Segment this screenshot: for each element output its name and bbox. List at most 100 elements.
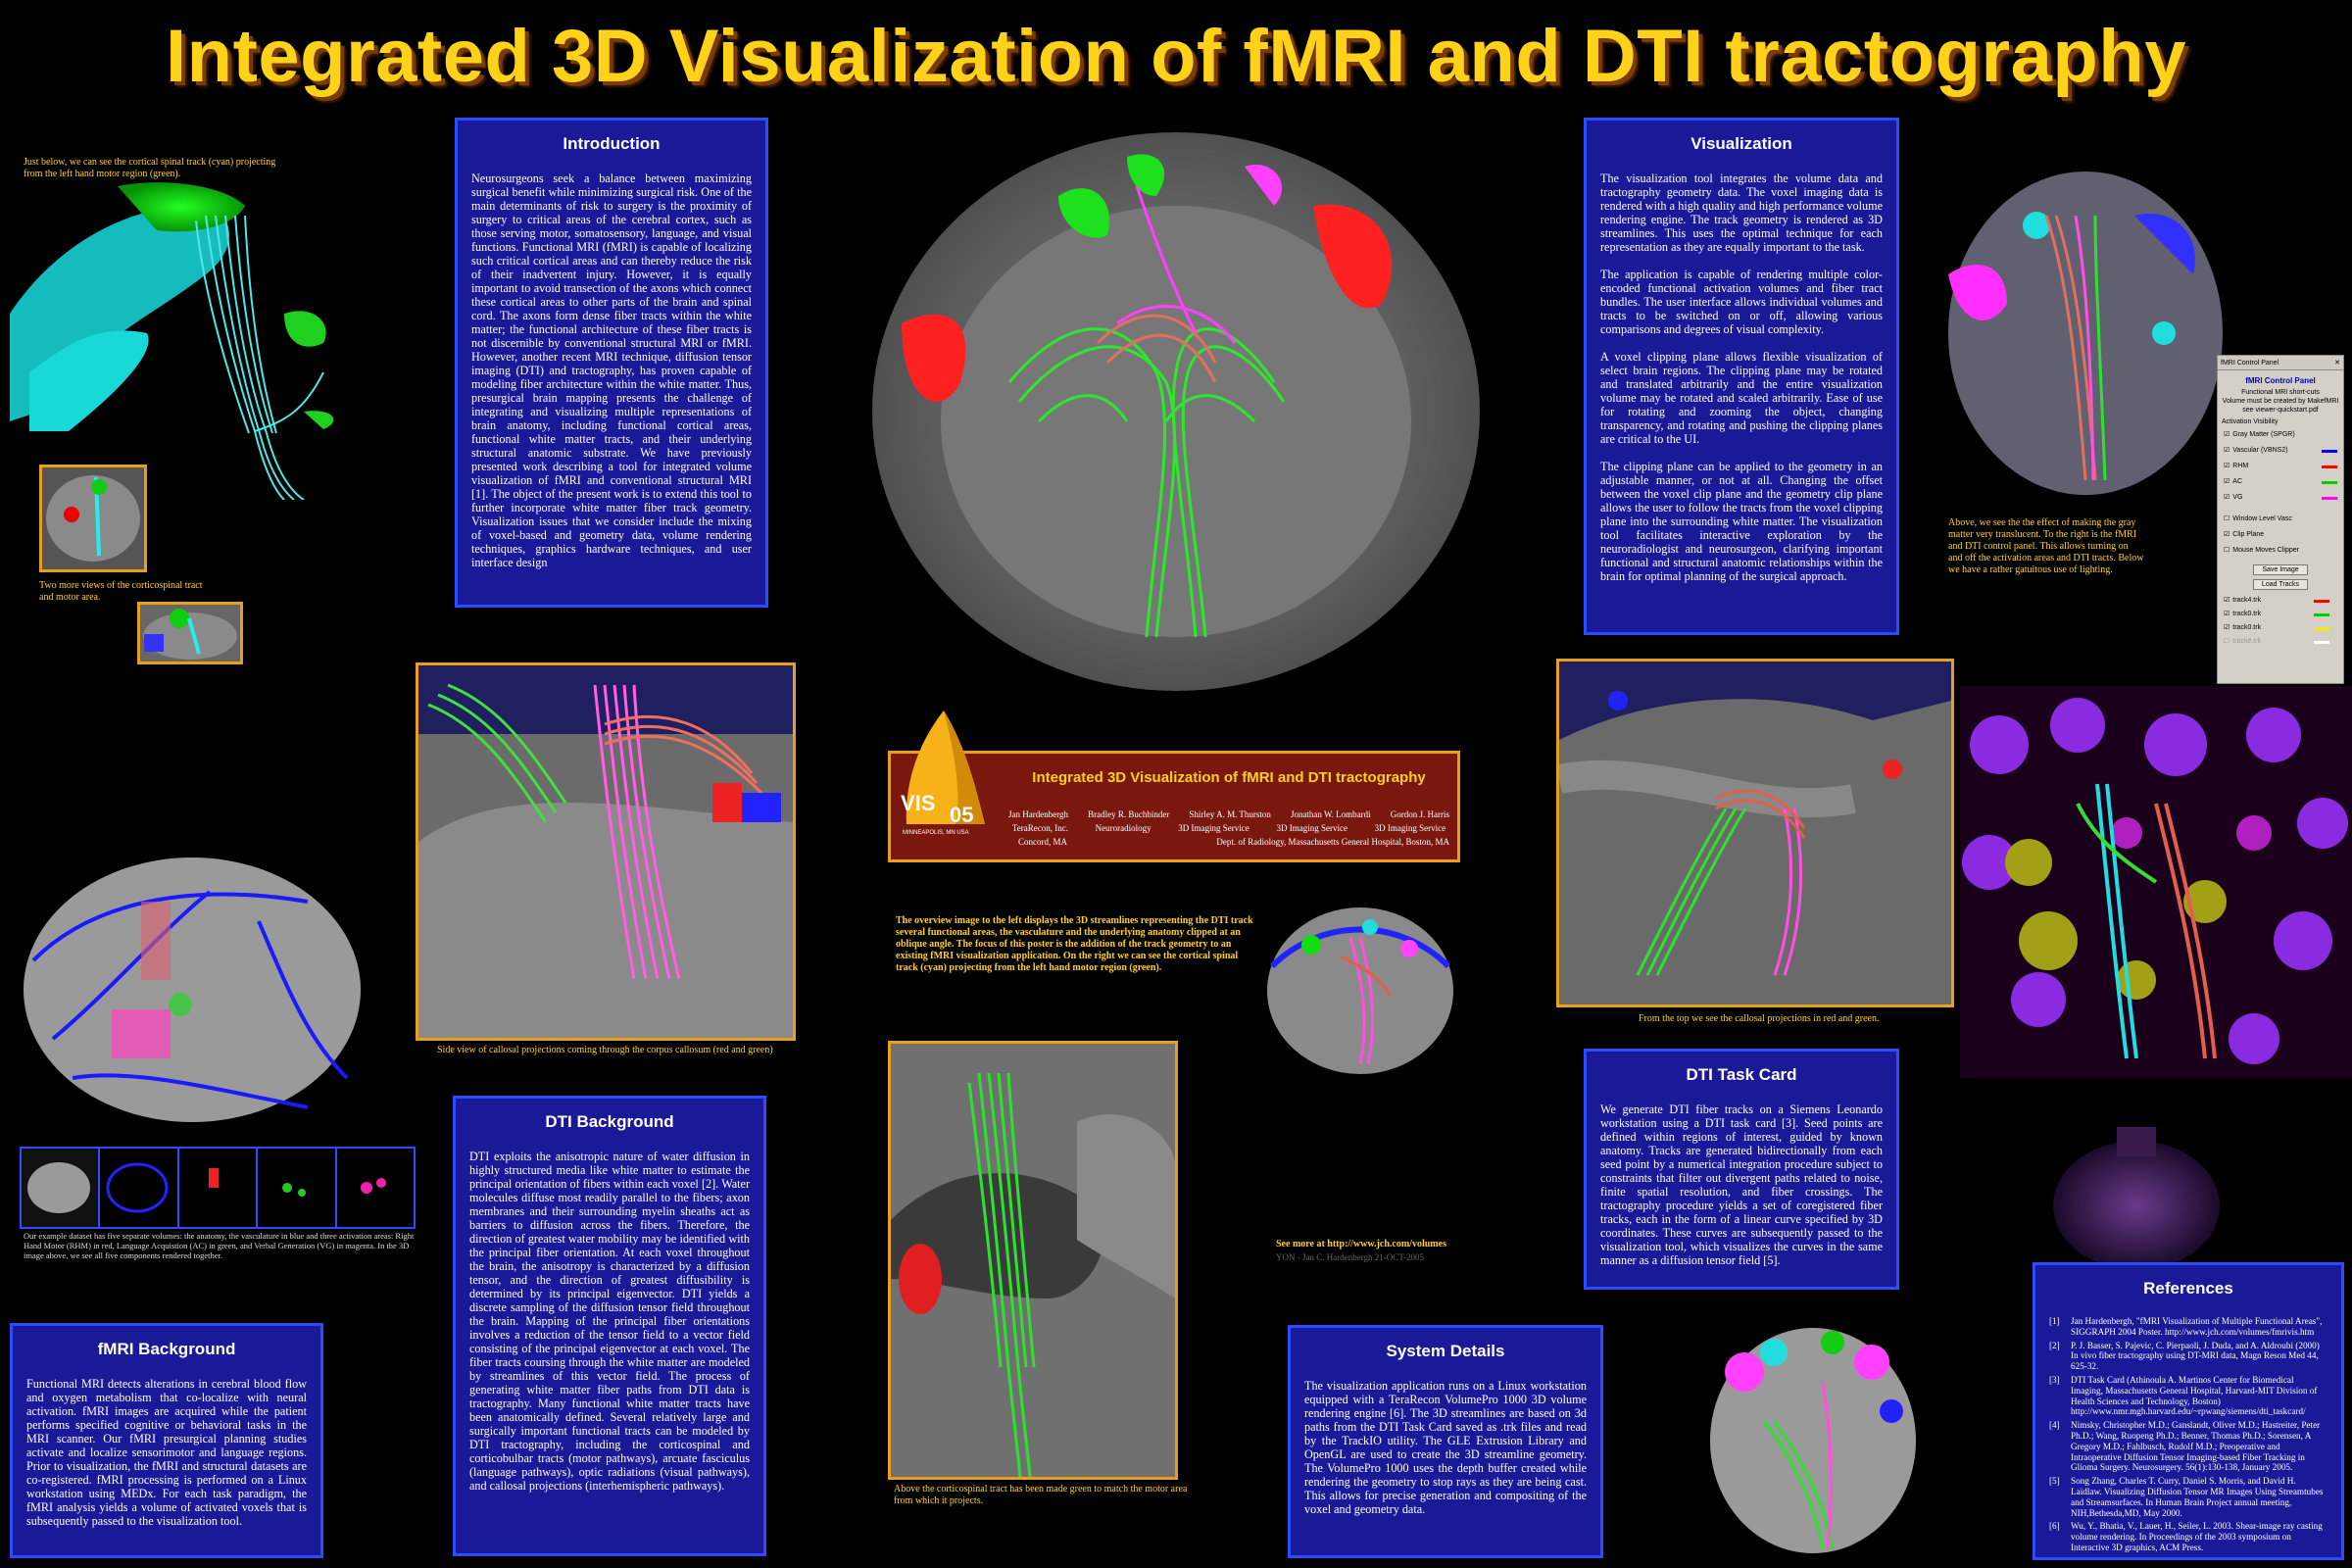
checkbox-icon[interactable]: ☑ <box>2224 431 2230 438</box>
callosal-sagittal-image <box>416 662 796 1041</box>
reference-text: DTI Task Card (Athinoula A. Martinos Cen… <box>2071 1374 2318 1417</box>
activation-label: Gray Matter (SPGR) <box>2232 431 2295 438</box>
caption-from-top: From the top we see the callosal project… <box>1639 1013 1880 1024</box>
color-swatch <box>2322 480 2337 484</box>
volume-strip <box>20 1147 416 1229</box>
small-oblique-brain <box>1262 898 1458 1074</box>
option-clip-plane[interactable]: ☑Clip Plane <box>2224 527 2343 543</box>
track-item-4[interactable]: ☐track#.trk <box>2224 635 2343 649</box>
poster-title: Integrated 3D Visualization of fMRI and … <box>166 15 2186 98</box>
callosal-top-view-image <box>1556 659 1954 1007</box>
checkbox-icon[interactable]: ☐ <box>2224 638 2230 645</box>
option-mouse-clipper[interactable]: ☐Mouse Moves Clipper <box>2224 543 2343 559</box>
caption-gray-matter: Above, we see the the effect of making t… <box>1948 517 2144 575</box>
author-4: Jonathan W. Lombardi <box>1290 809 1371 819</box>
introduction-heading: Introduction <box>563 134 661 153</box>
affil-5: 3D Imaging Service <box>1374 823 1446 833</box>
lighting-brain-render <box>1960 686 2352 1078</box>
track-label: track#.trk <box>2232 638 2262 645</box>
dti-background-heading: DTI Background <box>545 1112 674 1131</box>
track-label: track4.trk <box>2232 597 2262 604</box>
dti-task-card-heading: DTI Task Card <box>1686 1065 1797 1084</box>
system-details-text: The visualization application runs on a … <box>1304 1379 1587 1516</box>
checkbox-icon[interactable]: ☑ <box>2224 478 2230 485</box>
affil-1: TeraRecon, Inc. <box>1011 823 1068 833</box>
activation-item-vascular[interactable]: ☑Vascular (VBNS2) <box>2224 443 2343 459</box>
logo-year: 05 <box>950 803 974 827</box>
banner-authors: Jan Hardenbergh Bradley R. Buchbinder Sh… <box>999 808 1459 820</box>
checkbox-icon[interactable]: ☑ <box>2224 463 2230 469</box>
option-window-level[interactable]: ☐Window Level Vasc <box>2224 512 2343 527</box>
reference-number: [1] <box>2049 1316 2060 1326</box>
banner-locations: Concord, MA Dept. of Radiology, Massachu… <box>1018 836 1449 848</box>
vis05-logo: VIS 05 MINNEAPOLIS, MN USA <box>887 707 995 854</box>
tracks-list: ☑track4.trk ☑track0.trk ☑track0.trk ☐tra… <box>2224 594 2343 649</box>
rhm-volume-thumb <box>178 1149 259 1227</box>
logo-city: MINNEAPOLIS, MN USA <box>903 830 969 836</box>
fmri-background-text: Functional MRI detects alterations in ce… <box>26 1377 307 1528</box>
color-swatch <box>2322 465 2337 468</box>
visualization-text-4: The clipping plane can be applied to the… <box>1600 460 1883 583</box>
reference-number: [6] <box>2049 1521 2060 1532</box>
load-tracks-button[interactable]: Load Tracks <box>2252 579 2309 590</box>
control-buttons: Save Image Load Tracks <box>2218 563 2343 592</box>
reference-item: [4]Nimsky, Christopher M.D.; Ganslandt, … <box>2049 1420 2328 1473</box>
track-item-1[interactable]: ☑track4.trk <box>2224 594 2343 608</box>
activation-item-vg[interactable]: ☑VG <box>2224 490 2343 506</box>
fmri-background-heading: fMRI Background <box>97 1340 236 1358</box>
main-brain-render <box>862 127 1490 706</box>
activation-item-ac[interactable]: ☑AC <box>2224 474 2343 490</box>
checkbox-icon[interactable]: ☑ <box>2224 624 2230 631</box>
checkbox-icon[interactable]: ☑ <box>2224 611 2230 617</box>
control-panel-note-2: Volume must be created by MakefMRI <box>2222 398 2339 405</box>
yon-credit: YON - Jan C. Hardenbergh 21-OCT-2005 <box>1276 1252 1424 1262</box>
track-item-3[interactable]: ☑track0.trk <box>2224 621 2343 635</box>
color-swatch <box>2322 449 2337 453</box>
activation-item-rhm[interactable]: ☑RHM <box>2224 459 2343 474</box>
reference-number: [4] <box>2049 1420 2060 1431</box>
checkbox-icon[interactable]: ☑ <box>2224 494 2230 501</box>
visualization-panel: Visualization The visualization tool int… <box>1584 118 1899 635</box>
reference-item: [1]Jan Hardenbergh, "fMRI Visualization … <box>2049 1316 2328 1338</box>
author-5: Gordon J. Harris <box>1390 809 1449 819</box>
logo-text: VIS <box>901 791 936 815</box>
affil-4: 3D Imaging Service <box>1276 823 1348 833</box>
reference-number: [2] <box>2049 1340 2060 1350</box>
track-item-2[interactable]: ☑track0.trk <box>2224 608 2343 621</box>
see-more-link[interactable]: See more at http://www.jch.com/volumes <box>1276 1239 1446 1250</box>
references-heading: References <box>2143 1279 2233 1298</box>
control-panel-note-1: Functional MRI short-cuts <box>2241 389 2320 396</box>
caption-dataset: Our example dataset has five separate vo… <box>24 1231 415 1260</box>
save-image-button[interactable]: Save Image <box>2253 564 2308 575</box>
checkbox-icon[interactable]: ☑ <box>2224 531 2230 538</box>
checkbox-icon[interactable]: ☑ <box>2224 597 2230 604</box>
caption-corticospinal: Above the corticospinal tract has been m… <box>894 1484 1188 1506</box>
checkbox-icon[interactable]: ☑ <box>2224 447 2230 454</box>
activation-label: RHM <box>2232 463 2249 469</box>
dti-task-card-panel: DTI Task Card We generate DTI fiber trac… <box>1584 1049 1899 1290</box>
color-swatch <box>2314 640 2329 644</box>
ac-volume-thumb <box>258 1149 337 1227</box>
checkbox-icon[interactable]: ☐ <box>2224 515 2230 522</box>
corticospinal-tract-image <box>10 176 441 500</box>
reference-number: [3] <box>2049 1374 2060 1385</box>
reference-text: Song Zhang, Charles T. Curry, Daniel S. … <box>2071 1476 2324 1518</box>
checkbox-icon[interactable]: ☐ <box>2224 547 2230 554</box>
caption-overview: The overview image to the left displays … <box>896 915 1253 973</box>
activation-item-gray-matter[interactable]: ☑Gray Matter (SPGR) <box>2224 427 2343 443</box>
fmri-background-panel: fMRI Background Functional MRI detects a… <box>10 1323 323 1558</box>
brain-vasculature-render <box>14 843 370 1137</box>
color-swatch <box>2322 496 2337 500</box>
option-label: Clip Plane <box>2232 531 2265 538</box>
activation-label: VG <box>2232 494 2243 501</box>
options-list: ☐Window Level Vasc ☑Clip Plane ☐Mouse Mo… <box>2224 512 2343 559</box>
close-icon[interactable]: ✕ <box>2334 360 2340 367</box>
reference-item: [2]P. J. Basser, S. Pajevic, C. Pierpaol… <box>2049 1341 2328 1372</box>
control-panel-note-3: see viewer-quickstart.pdf <box>2242 407 2319 414</box>
affil-3: 3D Imaging Service <box>1178 823 1250 833</box>
reference-text: Wu, Y., Bhatia, V., Lauer, H., Seiler, L… <box>2071 1521 2323 1552</box>
reference-item: [5]Song Zhang, Charles T. Curry, Daniel … <box>2049 1476 2328 1518</box>
poster-banner: VIS 05 MINNEAPOLIS, MN USA Integrated 3D… <box>888 710 1460 862</box>
motor-area-thumbnail <box>39 465 147 572</box>
activation-label: AC <box>2232 478 2243 485</box>
